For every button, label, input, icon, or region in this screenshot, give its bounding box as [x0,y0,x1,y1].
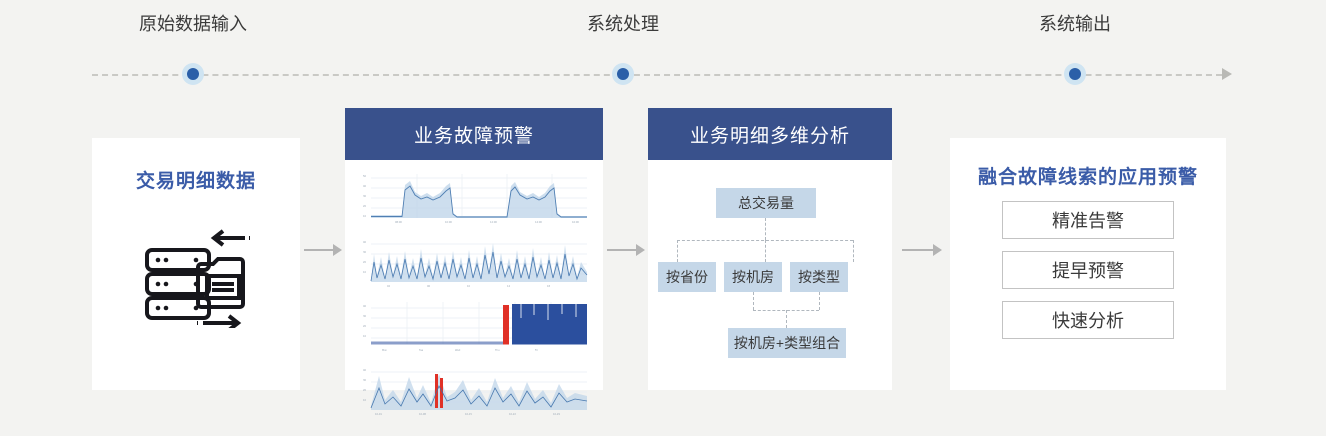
card-fault-warning-header: 业务故障预警 [345,108,603,160]
svg-text:Mon: Mon [382,349,388,352]
svg-text:10-29: 10-29 [553,413,560,416]
timeline-track [92,74,1222,76]
tree-node-by-province[interactable]: 按省份 [658,262,716,292]
timeline-step-1-dot [187,68,199,80]
chart-peaks-timeseries: 40 30 20 10 10-01 10-08 10-15 10-22 10-29 [357,360,591,420]
svg-text:30: 30 [363,251,367,254]
output-item-precise-alert[interactable]: 精准告警 [1002,201,1174,239]
svg-text:10: 10 [363,399,367,402]
svg-text:40: 40 [363,241,367,244]
svg-text:18: 18 [547,285,551,288]
svg-text:Wed: Wed [455,349,461,352]
svg-text:20: 20 [363,261,367,264]
card-multidim-analysis-header: 业务明细多维分析 [648,108,892,160]
svg-text:10: 10 [363,215,367,218]
card-raw-data-title: 交易明细数据 [135,171,256,192]
connector-arrow-3 [902,244,942,256]
svg-text:Thu: Thu [495,349,500,352]
svg-text:20: 20 [363,205,367,208]
svg-text:40: 40 [363,369,367,372]
svg-text:10: 10 [467,285,471,288]
card-raw-data[interactable]: 交易明细数据 [92,138,300,390]
svg-text:30: 30 [363,379,367,382]
svg-text:14:00: 14:00 [535,221,542,224]
card-application-warning-title: 融合故障线索的应用预警 [977,167,1198,188]
svg-text:06: 06 [427,285,431,288]
svg-text:10-08: 10-08 [419,413,426,416]
svg-text:10-01: 10-01 [375,413,382,416]
output-item-early-warning[interactable]: 提早预警 [1002,251,1174,289]
connector-arrow-2 [607,244,645,256]
timeline-step-1-label: 原始数据输入 [139,14,247,34]
connector-arrow-1 [304,244,342,256]
svg-text:10: 10 [363,271,367,274]
svg-text:40: 40 [363,185,367,188]
arrow-right-icon [1222,68,1232,80]
card-multidim-analysis[interactable]: 业务明细多维分析 总交易量 按省份 按机房 按类型 按机房+类型组合 [648,108,892,390]
database-stack-exchange-icon [92,224,300,328]
chart-alert-block-timeseries: 40 30 20 10 Mon Tue Wed Thu Fri [357,296,591,356]
svg-text:10-22: 10-22 [509,413,516,416]
svg-text:10: 10 [363,335,367,338]
chart-plateau-timeseries: 50 40 30 20 10 08:00 10:00 12:00 14:00 16:00 [357,168,591,228]
chart-spiky-timeseries: 40 30 20 10 02 06 10 14 18 [357,232,591,292]
timeline-step-3-dot [1069,68,1081,80]
timeline-step-2-label: 系统处理 [587,14,659,34]
output-item-fast-analysis[interactable]: 快速分析 [1002,301,1174,339]
svg-text:14: 14 [507,285,511,288]
svg-text:10:00: 10:00 [445,221,452,224]
svg-text:20: 20 [363,389,367,392]
svg-text:Fri: Fri [535,349,538,352]
tree-node-by-type[interactable]: 按类型 [790,262,848,292]
tree-node-by-datacenter[interactable]: 按机房 [724,262,782,292]
card-application-warning[interactable]: 融合故障线索的应用预警 精准告警 提早预警 快速分析 [950,138,1226,390]
svg-text:16:00: 16:00 [572,221,579,224]
svg-text:50: 50 [363,175,367,178]
svg-text:08:00: 08:00 [395,221,402,224]
svg-text:30: 30 [363,315,367,318]
timeline-step-3-label: 系统输出 [1039,14,1111,34]
svg-text:30: 30 [363,195,367,198]
tree-node-combined[interactable]: 按机房+类型组合 [728,328,846,358]
tree-node-root[interactable]: 总交易量 [716,188,816,218]
process-timeline: 原始数据输入 系统处理 系统输出 [0,0,1326,110]
svg-text:10-15: 10-15 [465,413,472,416]
fault-charts-group: 50 40 30 20 10 08:00 10:00 12:00 14:00 16:00 [345,160,603,420]
analysis-tree: 总交易量 按省份 按机房 按类型 按机房+类型组合 [648,160,892,390]
svg-text:20: 20 [363,325,367,328]
svg-text:02: 02 [387,285,391,288]
svg-text:12:00: 12:00 [490,221,497,224]
timeline-step-2-dot [617,68,629,80]
svg-text:40: 40 [363,305,367,308]
svg-text:Tue: Tue [419,349,424,352]
